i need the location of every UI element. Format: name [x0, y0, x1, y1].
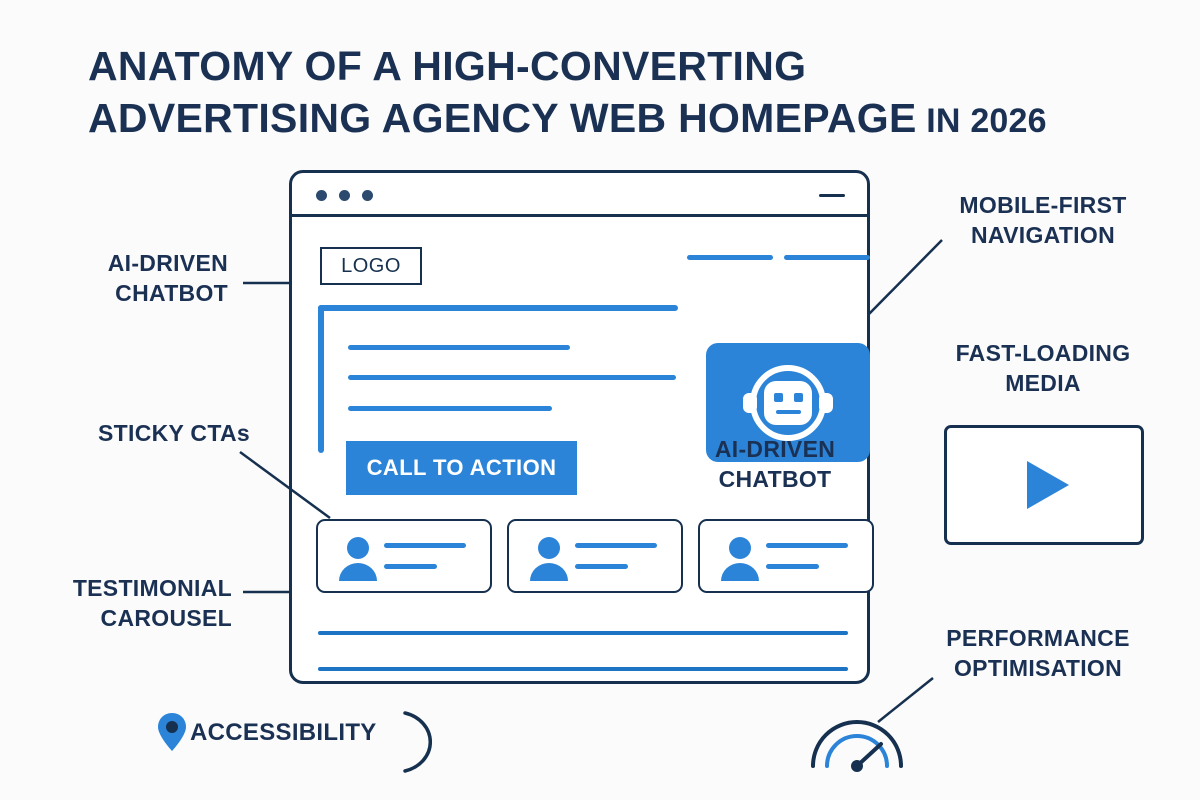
minimize-dash-icon[interactable]: [819, 194, 845, 197]
label-mobile-first-navigation: MOBILE-FIRST NAVIGATION: [959, 192, 1127, 248]
testimonial-name-line: [575, 543, 657, 548]
testimonial-card[interactable]: [316, 519, 492, 593]
testimonial-card[interactable]: [698, 519, 874, 593]
footer-line-2: [318, 667, 848, 671]
connector-mobile-first: [868, 239, 943, 315]
label-accessibility: ACCESSIBILITY: [190, 719, 377, 746]
person-avatar-icon: [721, 537, 759, 581]
hero-line-3: [348, 406, 552, 411]
testimonial-name-line: [766, 543, 848, 548]
title-line-2-main: ADVERTISING AGENCY WEB HOMEPAGE: [88, 95, 917, 141]
browser-title-bar: [292, 173, 867, 217]
page-title: ANATOMY OF A HIGH-CONVERTING ADVERTISING…: [88, 40, 1118, 147]
hero-line-2: [348, 375, 676, 380]
play-triangle-icon[interactable]: [947, 428, 1141, 542]
traffic-light-dot-icon: [362, 190, 373, 201]
label-sticky-ctas: STICKY CTAs: [98, 420, 250, 446]
label-ai-driven-chatbot-under: AI-DRIVEN CHATBOT: [714, 436, 836, 492]
robot-face-icon: [743, 365, 833, 441]
hero-accent-horizontal-rule: [318, 305, 678, 311]
logo-placeholder: LOGO: [320, 247, 422, 285]
testimonial-card[interactable]: [507, 519, 683, 593]
label-fast-loading-media: FAST-LOADING MEDIA: [955, 340, 1131, 396]
nav-link-1[interactable]: [687, 255, 773, 260]
label-ai-driven-chatbot-left: AI-DRIVEN CHATBOT: [107, 250, 228, 306]
testimonial-role-line: [575, 564, 628, 569]
traffic-light-dot-icon: [339, 190, 350, 201]
location-pin-icon: [158, 713, 186, 751]
footer-line-1: [318, 631, 848, 635]
speedometer-gauge-icon: [811, 720, 903, 772]
title-line-2: ADVERTISING AGENCY WEB HOMEPAGE IN 2026: [88, 92, 1118, 147]
call-to-action-button[interactable]: CALL TO ACTION: [346, 441, 577, 495]
accessibility-arc-icon: [403, 711, 432, 773]
traffic-light-dot-icon: [316, 190, 327, 201]
nav-link-2[interactable]: [784, 255, 870, 260]
browser-page-content: LOGO CALL TO ACTION: [292, 217, 874, 681]
browser-window-mockup: LOGO CALL TO ACTION: [289, 170, 874, 684]
person-avatar-icon: [339, 537, 377, 581]
testimonial-role-line: [766, 564, 819, 569]
testimonial-role-line: [384, 564, 437, 569]
hero-accent-vertical-rule: [318, 305, 324, 453]
person-avatar-icon: [530, 537, 568, 581]
label-testimonial-carousel: TESTIMONIAL CAROUSEL: [72, 575, 232, 631]
title-line-2-suffix: IN 2026: [916, 102, 1047, 140]
chatbot-tile[interactable]: [706, 343, 870, 462]
testimonial-name-line: [384, 543, 466, 548]
hero-line-1: [348, 345, 570, 350]
video-media-frame[interactable]: [944, 425, 1144, 545]
label-performance-optimisation: PERFORMANCE OPTIMISATION: [946, 625, 1130, 681]
title-line-1: ANATOMY OF A HIGH-CONVERTING: [88, 43, 807, 89]
